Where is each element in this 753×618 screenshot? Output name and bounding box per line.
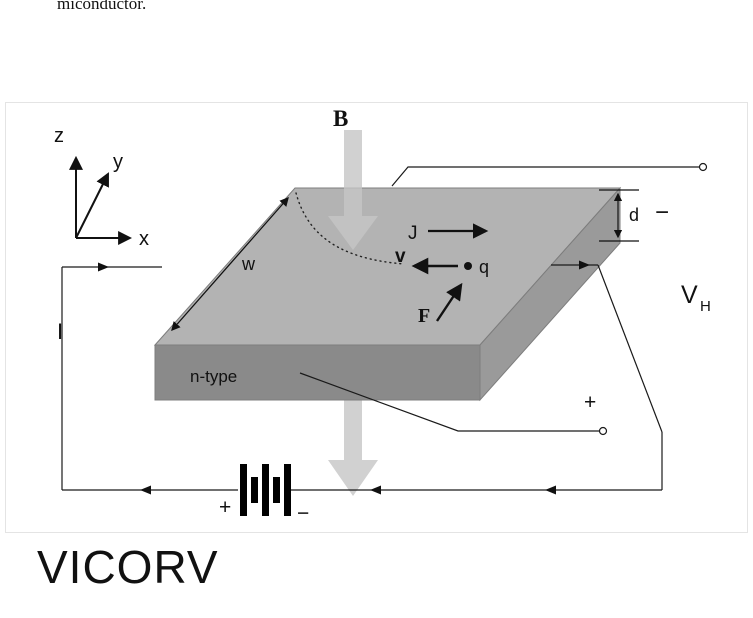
battery-plus-label: +: [219, 496, 231, 519]
field-exit-arrow: [328, 382, 378, 496]
y-axis-label: y: [113, 151, 123, 173]
hall-terminal-top: [698, 162, 708, 172]
hall-voltage-label: V H: [681, 281, 711, 315]
charge-dot: [464, 262, 472, 270]
magnetic-field-arrow: [328, 130, 378, 250]
width-dimension-arrow: [171, 196, 289, 332]
z-axis-label: z: [54, 125, 64, 147]
current-arrow-out-of-slab: [579, 260, 590, 270]
battery: [240, 464, 291, 516]
battery-plate-long-2: [262, 464, 269, 516]
current-arrow-bottom-left: [140, 485, 151, 495]
battery-plate-long-1: [240, 464, 247, 516]
hall-terminal-bottom: [598, 426, 608, 436]
current-arrow-bottom-mid: [370, 485, 381, 495]
y-axis-arrow: [75, 172, 109, 239]
battery-plate-short-1: [251, 477, 258, 503]
thickness-label: d: [629, 205, 639, 225]
battery-minus-label: −: [297, 502, 309, 525]
x-axis-label: x: [139, 228, 149, 250]
current-label: I: [57, 319, 63, 344]
thickness-dimension: [599, 189, 639, 242]
charge-label: q: [479, 257, 489, 277]
hall-voltage-main: V: [681, 281, 698, 309]
battery-plate-short-2: [273, 477, 280, 503]
watermark: VICORV: [37, 541, 219, 593]
circuit-wires: [61, 166, 699, 491]
hall-plus-label: +: [584, 391, 596, 414]
current-arrow-bottom-right: [545, 485, 556, 495]
hall-probe-bottom-wire: [299, 372, 599, 432]
coordinate-axes: [69, 155, 133, 245]
force-arrow: [436, 282, 463, 322]
battery-plate-long-3: [284, 464, 291, 516]
hall-minus-label: −: [655, 199, 669, 226]
top-partial-text: miconductor.: [57, 0, 146, 13]
material-label: n-type: [190, 367, 237, 386]
wire-right-diagonal: [597, 264, 663, 433]
current-arrow-into-slab: [98, 262, 109, 272]
electron-path-dotted: [295, 192, 405, 265]
hall-voltage-sub: H: [700, 298, 711, 315]
figure-border: [5, 102, 748, 533]
width-label: w: [241, 254, 256, 274]
hall-probe-top-wire: [391, 166, 699, 187]
magnetic-field-label: B: [333, 106, 348, 131]
force-label: F: [418, 305, 430, 327]
current-density-label: J: [408, 223, 418, 244]
velocity-label: v: [395, 246, 406, 267]
slab-front-face: [154, 344, 481, 401]
